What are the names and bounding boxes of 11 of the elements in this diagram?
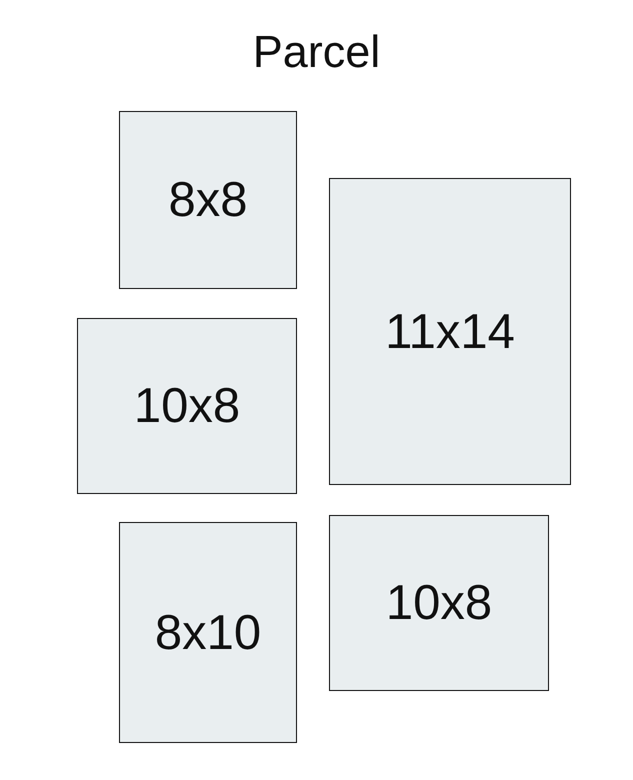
size-label: 11x14 [385, 304, 515, 360]
size-frame [77, 318, 297, 494]
size-label: 8x10 [154, 604, 262, 662]
size-frame [329, 178, 571, 485]
size-frame [119, 522, 297, 743]
size-label: 10x8 [134, 378, 240, 435]
size-frame [119, 111, 297, 289]
diagram-title: Parcel [252, 25, 382, 79]
size-label: 8x8 [168, 172, 248, 229]
size-frame [329, 515, 549, 691]
size-label: 10x8 [386, 575, 492, 632]
